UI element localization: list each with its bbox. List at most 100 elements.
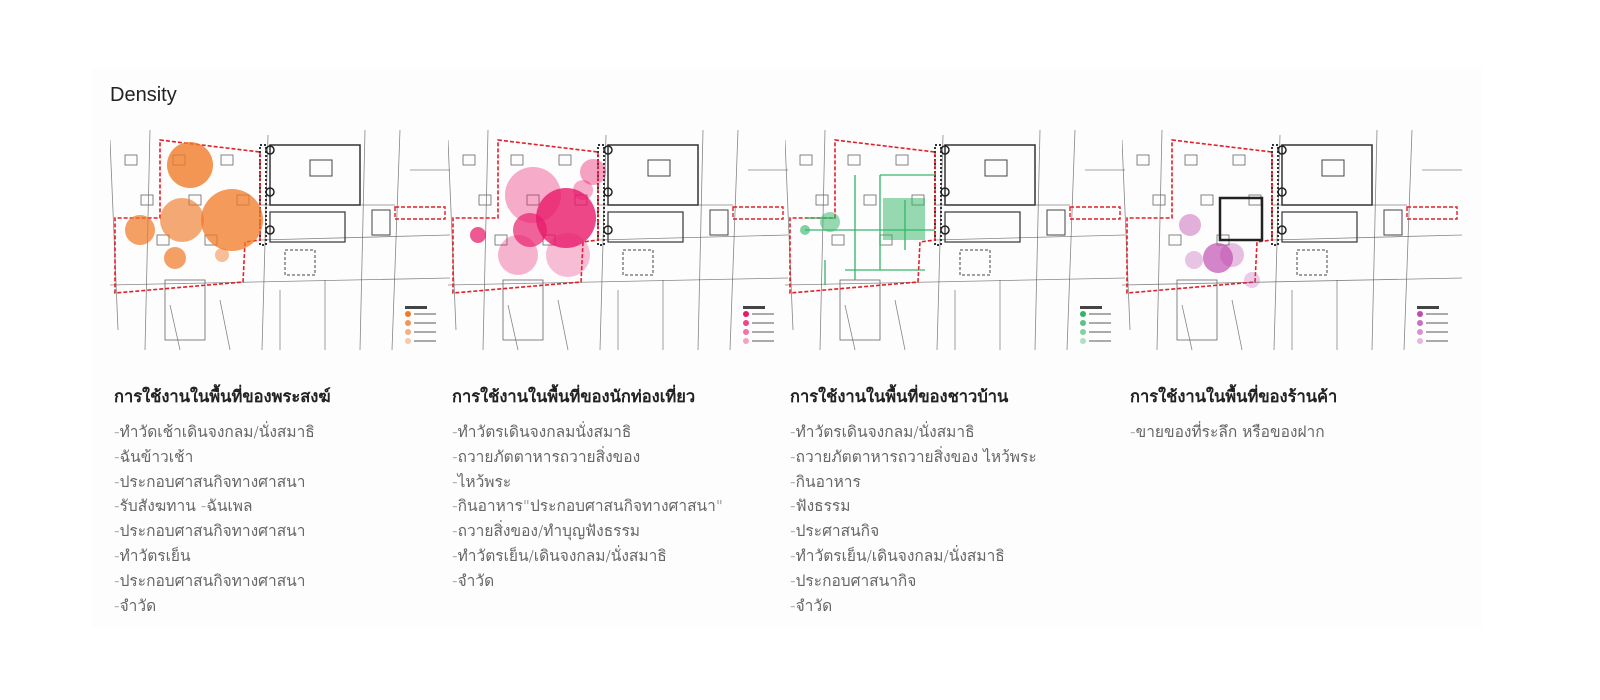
building-outline bbox=[140, 194, 154, 206]
legend-label-mark bbox=[414, 340, 436, 342]
pavilion-marker bbox=[265, 145, 275, 155]
pavilion-marker bbox=[1277, 145, 1287, 155]
road-line bbox=[1403, 130, 1413, 350]
density-circle bbox=[160, 198, 204, 242]
building-outline bbox=[959, 249, 991, 276]
density-circle bbox=[125, 215, 155, 245]
building-outline bbox=[1152, 194, 1166, 206]
activity-item: -ประกอบศาสนกิจทางศาสนา bbox=[114, 472, 306, 491]
site-boundary-annex bbox=[1069, 206, 1121, 220]
building-outline bbox=[1383, 209, 1403, 236]
colonnade bbox=[259, 144, 267, 246]
density-circle bbox=[536, 188, 596, 248]
main-hall-outline bbox=[1218, 196, 1264, 242]
road-line bbox=[934, 234, 1125, 241]
legend-swatch bbox=[1080, 329, 1086, 335]
activity-item: -ถวายภัตตาหารถวายสิ่งของ ไหว้พระ bbox=[790, 447, 1037, 466]
legend-swatch bbox=[743, 320, 749, 326]
building-outline bbox=[815, 194, 829, 206]
sheet-background bbox=[92, 68, 1482, 628]
road-line bbox=[557, 299, 569, 350]
map-svg bbox=[785, 130, 1125, 350]
activity-item: -ทำวัตรเดินจงกลม/นั่งสมาธิ bbox=[790, 423, 975, 441]
legend-title-mark bbox=[1080, 306, 1102, 309]
road-line bbox=[1066, 130, 1076, 350]
column-heading: การใช้งานในพื้นที่ของชาวบ้าน bbox=[790, 387, 1009, 406]
activity-item: -รับสังฆทาน -ฉันเพล bbox=[114, 497, 253, 516]
road-line bbox=[391, 130, 401, 350]
building-outline bbox=[863, 194, 877, 206]
road-line bbox=[1122, 139, 1131, 331]
building-outline bbox=[1200, 194, 1214, 206]
legend-swatch bbox=[405, 329, 411, 335]
building-outline bbox=[1176, 279, 1218, 341]
legend-swatch bbox=[743, 338, 749, 344]
density-circle bbox=[513, 213, 547, 247]
activity-item: -ทำวัดเช้าเดินจงกลม/นั่งสมาธิ bbox=[114, 423, 315, 441]
building-outline bbox=[284, 249, 316, 276]
building-outline bbox=[371, 209, 391, 236]
activity-item: -ประกอบศาสนกิจทางศาสนา bbox=[114, 571, 306, 590]
page-title: Density bbox=[110, 84, 177, 106]
building-outline bbox=[607, 211, 684, 243]
pavilion-marker bbox=[603, 225, 613, 235]
density-circle bbox=[546, 233, 590, 277]
building-outline bbox=[984, 159, 1008, 177]
building-outline bbox=[510, 154, 524, 166]
legend-label-mark bbox=[414, 331, 436, 333]
site-boundary bbox=[452, 139, 599, 294]
legend-title-mark bbox=[743, 306, 765, 309]
density-map-shops bbox=[1122, 130, 1462, 350]
building-outline bbox=[944, 211, 1021, 243]
building-outline bbox=[847, 154, 861, 166]
activity-list: -ทำวัดเช้าเดินจงกลม/นั่งสมาธิ-ฉันข้าวเช้… bbox=[114, 420, 454, 618]
activity-list: -ขายของที่ระลึก หรือของฝาก bbox=[1130, 420, 1470, 445]
activity-column-shops: การใช้งานในพื้นที่ของร้านค้า -ขายของที่ร… bbox=[1130, 384, 1470, 445]
density-circle bbox=[573, 180, 593, 200]
building-outline bbox=[526, 194, 540, 206]
legend-label-mark bbox=[752, 313, 774, 315]
legend-label-mark bbox=[1089, 331, 1111, 333]
building-outline bbox=[502, 279, 544, 341]
density-circle bbox=[201, 189, 263, 251]
road-line bbox=[169, 304, 181, 350]
legend-label-mark bbox=[1426, 340, 1448, 342]
site-boundary-annex bbox=[732, 206, 784, 220]
activity-item: -ประศาสนกิจ bbox=[790, 522, 880, 541]
activity-item: -กินอาหาร"ประกอบศาสนกิจทางศาสนา" bbox=[452, 497, 723, 516]
road-line bbox=[894, 299, 906, 350]
column-heading: การใช้งานในพื้นที่ของพระสงฆ์ bbox=[114, 387, 331, 406]
road-line bbox=[507, 304, 519, 350]
building-outline bbox=[1296, 249, 1328, 276]
pavilion-marker bbox=[603, 145, 613, 155]
building-outline bbox=[647, 159, 671, 177]
building-outline bbox=[1281, 144, 1373, 206]
activity-item: -ไหว้พระ bbox=[452, 472, 512, 491]
pavilion-marker bbox=[265, 225, 275, 235]
building-outline bbox=[309, 159, 333, 177]
road-line bbox=[1271, 234, 1462, 241]
activity-column-tourists: การใช้งานในพื้นที่ของนักท่องเที่ยว -ทำวั… bbox=[452, 384, 792, 594]
road-line bbox=[1273, 134, 1281, 350]
pavilion-marker bbox=[940, 187, 950, 197]
road-line bbox=[1034, 130, 1041, 350]
density-circle bbox=[1220, 243, 1244, 267]
density-circle bbox=[164, 247, 186, 269]
pavilion-marker bbox=[603, 187, 613, 197]
road-line bbox=[1371, 130, 1378, 350]
legend-swatch bbox=[1417, 320, 1423, 326]
building-outline bbox=[269, 211, 346, 243]
pavilion-marker bbox=[940, 225, 950, 235]
activity-item: -ฟังธรรม bbox=[790, 497, 851, 516]
column-heading: การใช้งานในพื้นที่ของร้านค้า bbox=[1130, 387, 1338, 406]
building-outline bbox=[220, 154, 234, 166]
road-line bbox=[785, 139, 794, 331]
building-outline bbox=[1248, 194, 1262, 206]
legend-label-mark bbox=[1426, 322, 1448, 324]
map-svg bbox=[110, 130, 450, 350]
density-map-villagers bbox=[785, 130, 1125, 350]
activity-item: -ทำวัตรเดินจงกลมนั่งสมาธิ bbox=[452, 423, 632, 441]
legend-swatch bbox=[1080, 311, 1086, 317]
colonnade bbox=[597, 144, 605, 246]
road-line bbox=[697, 130, 704, 350]
